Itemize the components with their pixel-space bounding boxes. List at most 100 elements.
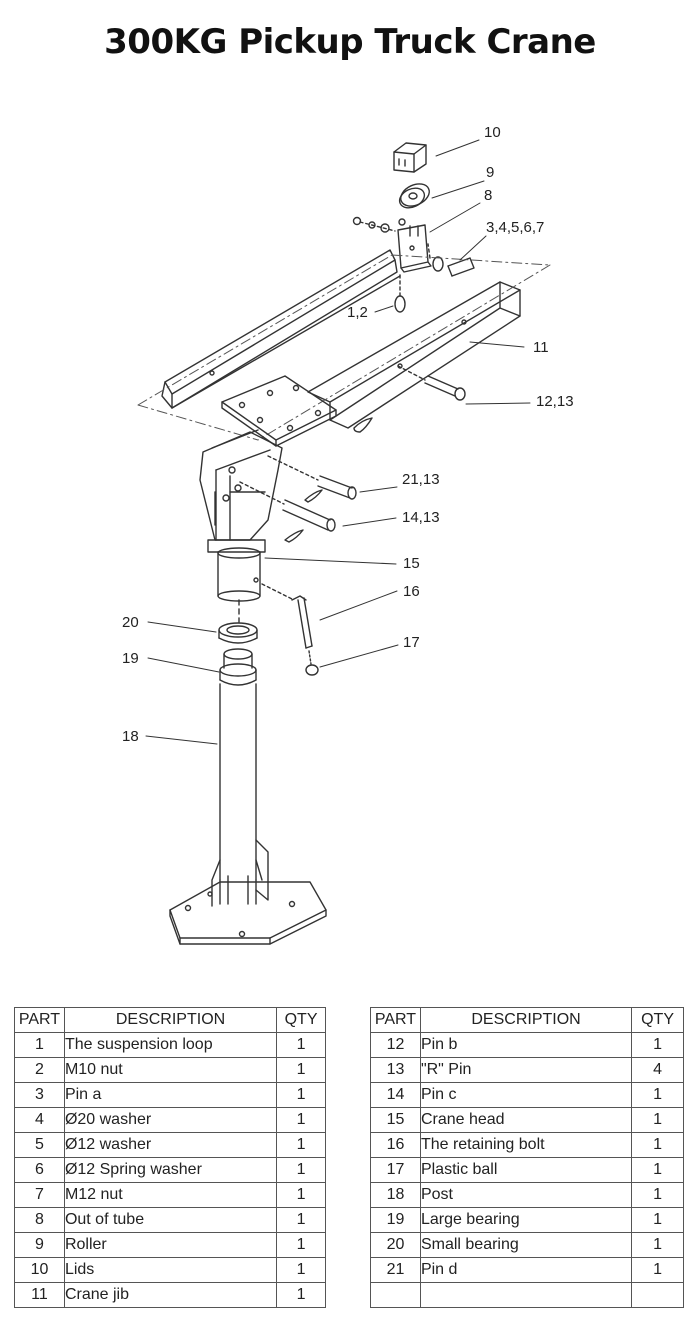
callout-21-13: 21,13 [402,471,440,488]
callout-12-13: 12,13 [536,393,574,410]
roller-part [398,183,430,209]
callout-9: 9 [486,164,494,181]
part-number: 13 [370,1057,421,1083]
part-qty: 1 [276,1257,326,1283]
part-description: Pin c [419,1082,633,1108]
callout-10: 10 [484,124,501,141]
part-number: 2 [14,1057,65,1083]
pin-d-part [267,455,357,503]
part-number: 8 [14,1207,65,1233]
part-description: Pin a [63,1082,278,1108]
part-qty: 1 [276,1082,326,1108]
part-qty: 1 [631,1257,684,1283]
part-description: Out of tube [63,1207,278,1233]
part-number: 19 [370,1207,421,1233]
part-number: 17 [370,1157,421,1183]
part-description: Roller [63,1232,278,1258]
page-title: 300KG Pickup Truck Crane [104,22,596,62]
header-qty: QTY [631,1007,684,1033]
part-number: 9 [14,1232,65,1258]
part-description: Pin b [419,1032,633,1058]
part-qty: 1 [631,1157,684,1183]
assembly-plane-outline [137,254,551,441]
part-description: Small bearing [419,1232,633,1258]
retaining-bolt-part [261,583,313,649]
part-qty: 1 [631,1032,684,1058]
part-number: 11 [14,1282,65,1308]
large-bearing-part [219,648,257,686]
callout-17: 17 [403,634,420,651]
part-description: Crane jib [63,1282,278,1308]
part-qty: 1 [631,1082,684,1108]
header-qty: QTY [276,1007,326,1033]
nut-washer-set [352,216,406,233]
pin-b-part [397,365,466,401]
part-number: 3 [14,1082,65,1108]
part-qty: 4 [631,1057,684,1083]
crane-head-part [199,429,283,602]
bracket-part [397,224,432,273]
header-description: DESCRIPTION [419,1007,633,1033]
callout-20: 20 [122,614,139,631]
part-description: Ø20 washer [63,1107,278,1133]
leader-lines [145,139,531,745]
part-qty: 1 [276,1132,326,1158]
header-part: PART [370,1007,421,1033]
plastic-ball-part [305,650,319,676]
part-description: Crane head [419,1107,633,1133]
callout-3-7: 3,4,5,6,7 [486,219,544,236]
callout-1-2: 1,2 [347,304,368,321]
pin-a-part [427,243,475,277]
callout-18: 18 [122,728,139,745]
r-pin-part [353,417,373,433]
part-description [419,1282,633,1308]
part-qty: 1 [276,1107,326,1133]
mounting-plate-part [221,375,337,447]
part-number [370,1282,421,1308]
part-qty: 1 [276,1057,326,1083]
small-bearing-part [218,622,258,644]
part-qty: 1 [631,1232,684,1258]
header-description: DESCRIPTION [63,1007,278,1033]
part-number: 4 [14,1107,65,1133]
table-row [370,1282,684,1308]
callout-16: 16 [403,583,420,600]
part-description: Plastic ball [419,1157,633,1183]
part-number: 10 [14,1257,65,1283]
part-qty: 1 [276,1207,326,1233]
part-number: 6 [14,1157,65,1183]
part-qty: 1 [631,1107,684,1133]
part-qty: 1 [631,1182,684,1208]
part-description: "R" Pin [419,1057,633,1083]
part-number: 15 [370,1107,421,1133]
part-description: Large bearing [419,1207,633,1233]
part-number: 7 [14,1182,65,1208]
callout-11: 11 [533,339,549,356]
part-description: M12 nut [63,1182,278,1208]
part-description: Ø12 washer [63,1132,278,1158]
part-qty: 1 [276,1282,326,1308]
part-number: 21 [370,1257,421,1283]
part-number: 12 [370,1032,421,1058]
part-number: 18 [370,1182,421,1208]
callout-14-13: 14,13 [402,509,440,526]
post-part [169,683,327,945]
part-description: Lids [63,1257,278,1283]
